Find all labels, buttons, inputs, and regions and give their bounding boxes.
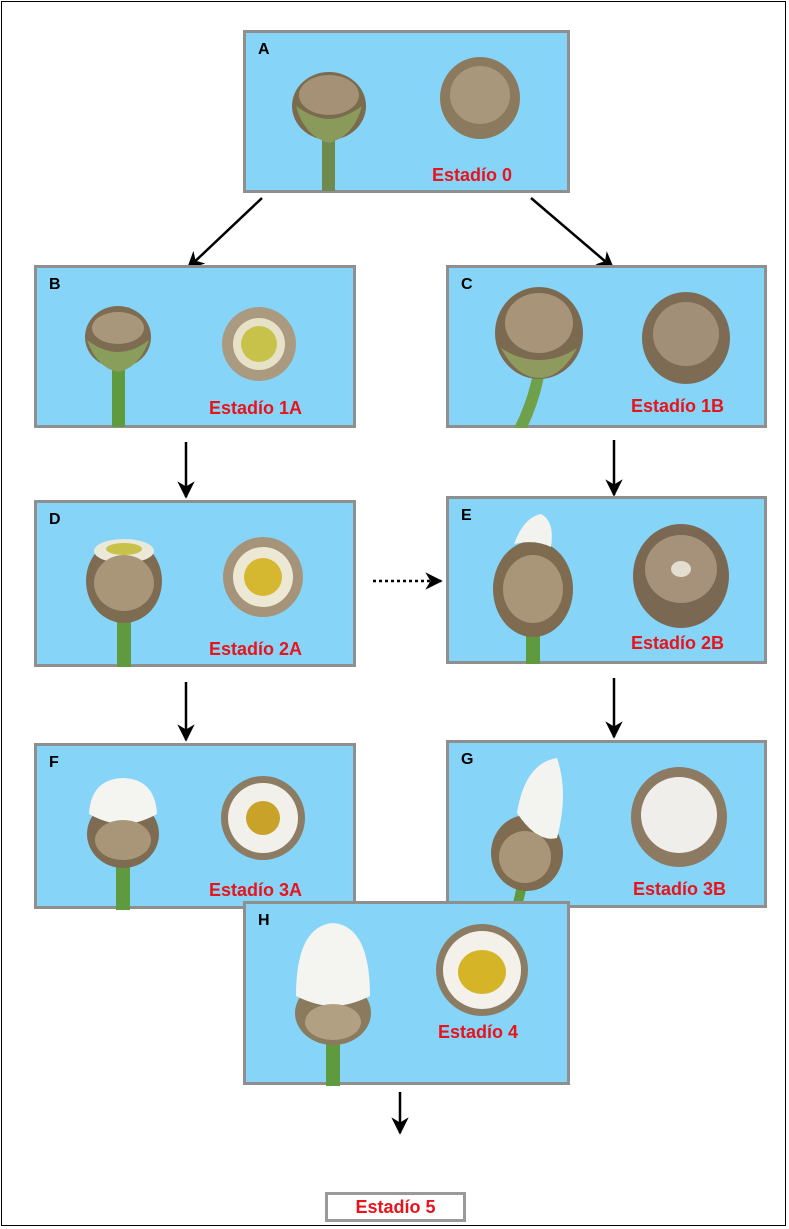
flower-bud-top-view bbox=[633, 524, 729, 628]
panel-c: C Estadío 1B bbox=[446, 265, 767, 428]
flower-bud-top-view bbox=[642, 292, 730, 384]
final-stage-label: Estadío 5 bbox=[355, 1197, 436, 1217]
flower-bud-side-view bbox=[493, 514, 573, 664]
flower-bud-top-view bbox=[222, 307, 296, 381]
stage-label: Estadío 1A bbox=[209, 398, 303, 418]
flower-bud-top-view bbox=[631, 767, 727, 867]
flower-bud-side-view bbox=[491, 758, 563, 908]
flower-bud-top-view bbox=[223, 537, 303, 617]
stage-label: Estadío 2B bbox=[631, 633, 725, 653]
panel-g: G Estadío 3B bbox=[446, 740, 767, 908]
panel-d: D Estadío 2A bbox=[34, 500, 356, 667]
flower-bud-side-view bbox=[85, 306, 151, 427]
panel-letter: A bbox=[258, 41, 270, 58]
stage-label: Estadío 3B bbox=[633, 879, 727, 899]
panel-f: F Estadío 3A bbox=[34, 743, 356, 910]
panel-h: H Estadío 4 bbox=[243, 901, 570, 1086]
panel-a: A Estadío 0 bbox=[243, 30, 570, 193]
panel-e: E Estadío 2B bbox=[446, 496, 767, 664]
stage-label: Estadío 0 bbox=[432, 165, 513, 185]
panel-letter: D bbox=[49, 511, 61, 528]
panel-b: B Estadío 1A bbox=[34, 265, 356, 428]
final-stage-box: Estadío 5 bbox=[325, 1192, 466, 1222]
flower-bud-top-view bbox=[221, 776, 305, 860]
arrow-a-to-c bbox=[530, 197, 615, 270]
flower-bud-side-view bbox=[495, 287, 583, 428]
stage-label: Estadío 2A bbox=[209, 639, 303, 659]
stage-label: Estadío 1B bbox=[631, 396, 725, 416]
flower-bud-top-view bbox=[436, 924, 528, 1016]
flower-bud-side-view bbox=[86, 539, 162, 667]
flower-bud-side-view bbox=[292, 72, 366, 191]
stage-label: Estadío 4 bbox=[438, 1022, 519, 1042]
flower-bud-side-view bbox=[87, 778, 159, 910]
panel-letter: E bbox=[461, 507, 472, 524]
panel-letter: C bbox=[461, 276, 473, 293]
panel-letter: H bbox=[258, 912, 270, 929]
flower-bud-side-view bbox=[295, 923, 371, 1086]
panel-letter: G bbox=[461, 751, 474, 768]
panel-letter: F bbox=[49, 754, 59, 771]
arrow-a-to-b bbox=[186, 197, 263, 270]
panel-letter: B bbox=[49, 276, 61, 293]
stage-label: Estadío 3A bbox=[209, 880, 303, 900]
flower-bud-top-view bbox=[440, 57, 520, 139]
